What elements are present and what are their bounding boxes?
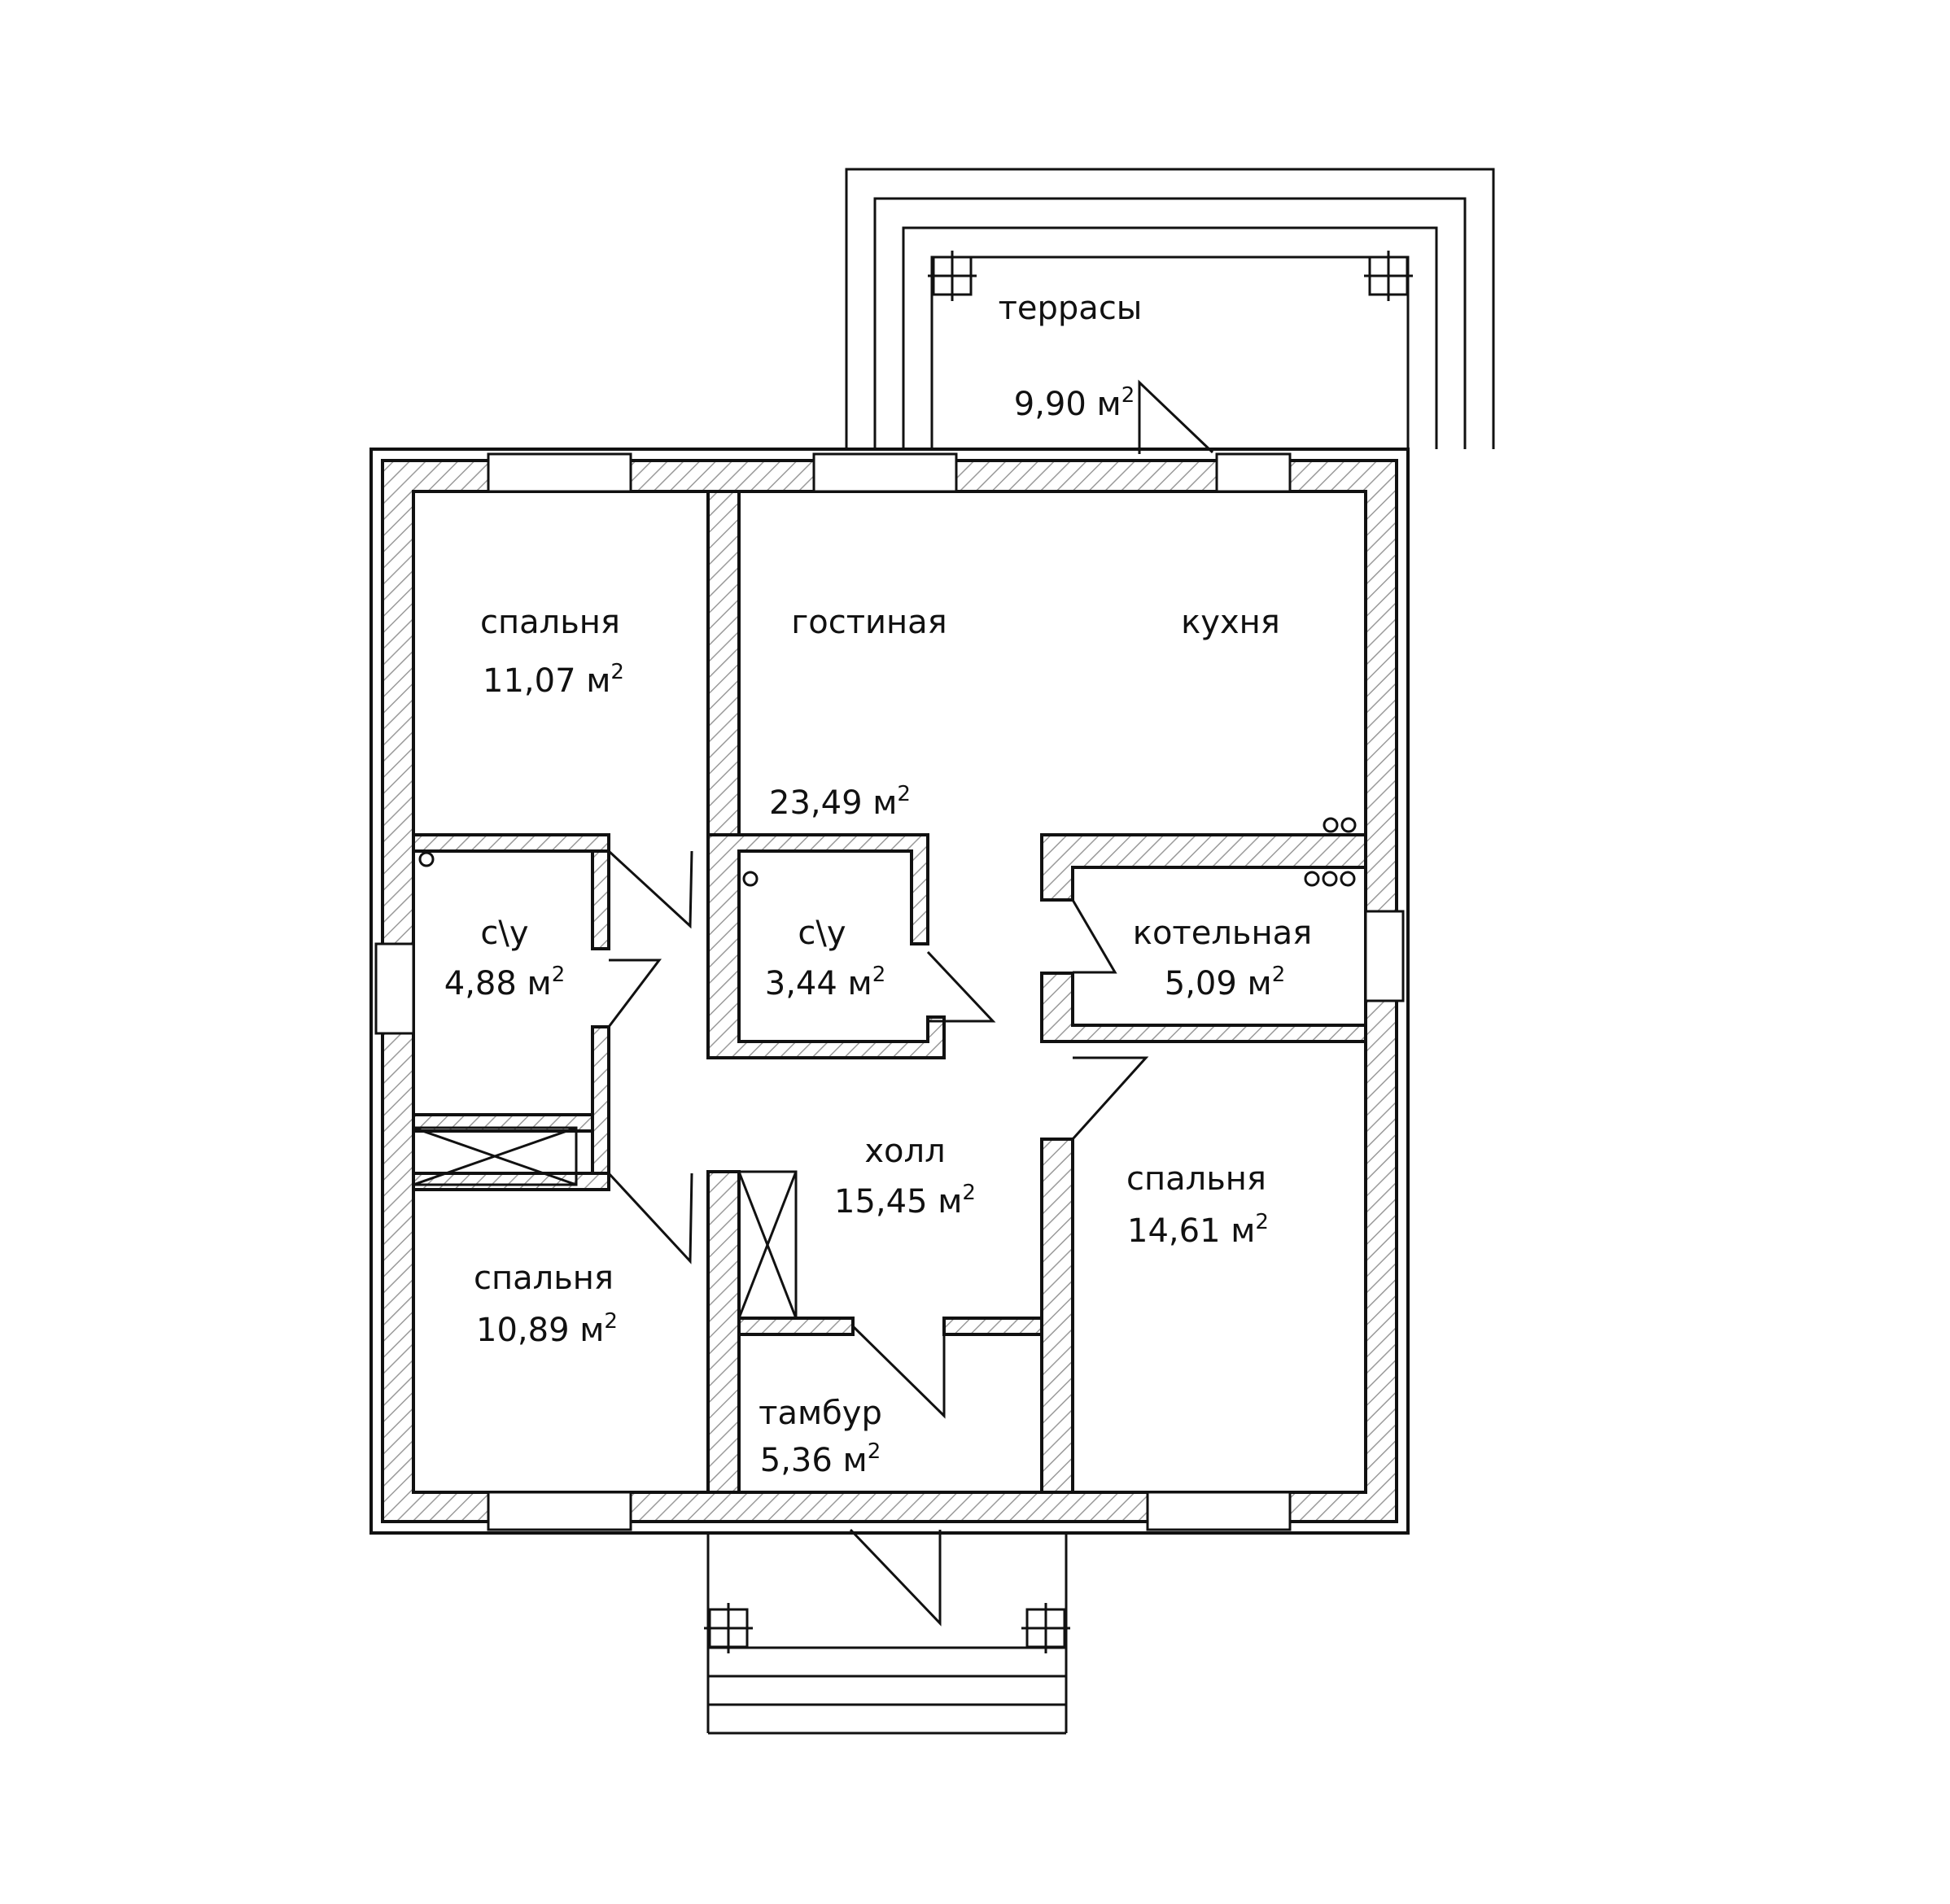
riser-icon — [418, 851, 435, 867]
door — [607, 959, 662, 1028]
column-icon — [704, 1603, 753, 1653]
entrance-door — [849, 1528, 942, 1627]
bedroom-sw-name: спальня — [474, 1260, 614, 1297]
door — [1071, 899, 1117, 974]
door — [1071, 1056, 1149, 1141]
bedroom-sw-area: 10,89 м2 — [476, 1309, 618, 1349]
doors — [607, 379, 1214, 1627]
bathroom-c-area: 3,44 м2 — [765, 963, 886, 1002]
bedroom-e-area: 14,61 м2 — [1127, 1210, 1269, 1250]
riser-icon — [742, 871, 759, 887]
hall-area: 15,45 м2 — [834, 1181, 976, 1221]
riser-icon — [1323, 817, 1339, 833]
column-icon — [1021, 1603, 1070, 1653]
door — [851, 1325, 946, 1419]
window — [1364, 910, 1405, 1002]
bathroom-w-area: 4,88 м2 — [444, 963, 566, 1002]
window — [374, 942, 415, 1035]
room-labels: террасы 9,90 м2 спальня 11,07 м2 гостина… — [444, 290, 1312, 1479]
window — [1215, 452, 1292, 493]
door — [607, 1172, 693, 1264]
column-icon — [1364, 251, 1413, 301]
bedroom-nw-area: 11,07 м2 — [483, 660, 624, 700]
window — [487, 452, 632, 493]
window — [1146, 1491, 1292, 1531]
column-icon — [928, 251, 977, 301]
living-room-area: 23,49 м2 — [769, 782, 911, 822]
riser-icon — [1340, 817, 1357, 833]
bedroom-e-name: спальня — [1126, 1160, 1266, 1198]
boiler-room-name: котельная — [1133, 915, 1312, 952]
door — [607, 849, 693, 929]
door — [926, 950, 996, 1023]
boiler-room-area: 5,09 м2 — [1165, 963, 1286, 1002]
entrance-porch — [704, 1533, 1070, 1735]
vestibule-area: 5,36 м2 — [760, 1439, 881, 1479]
terrace-area: 9,90 м2 — [1014, 383, 1135, 423]
boiler-icon — [1304, 871, 1320, 887]
hall-name: холл — [864, 1133, 945, 1170]
window — [487, 1491, 632, 1531]
bedroom-nw-name: спальня — [480, 604, 620, 641]
bathroom-w-name: с\у — [480, 915, 528, 952]
windows — [374, 452, 1405, 1531]
vestibule-name: тамбур — [759, 1395, 882, 1432]
boiler-icon — [1322, 871, 1338, 887]
living-room-name: гостиная — [791, 604, 947, 641]
boiler-icon — [1340, 871, 1356, 887]
terrace-name: террасы — [999, 290, 1143, 327]
fixtures — [418, 817, 1357, 887]
window — [812, 452, 958, 493]
kitchen-name: кухня — [1181, 604, 1280, 641]
bathroom-c-name: с\у — [798, 915, 846, 952]
terrace — [845, 168, 1495, 449]
terrace-door — [1138, 379, 1214, 454]
